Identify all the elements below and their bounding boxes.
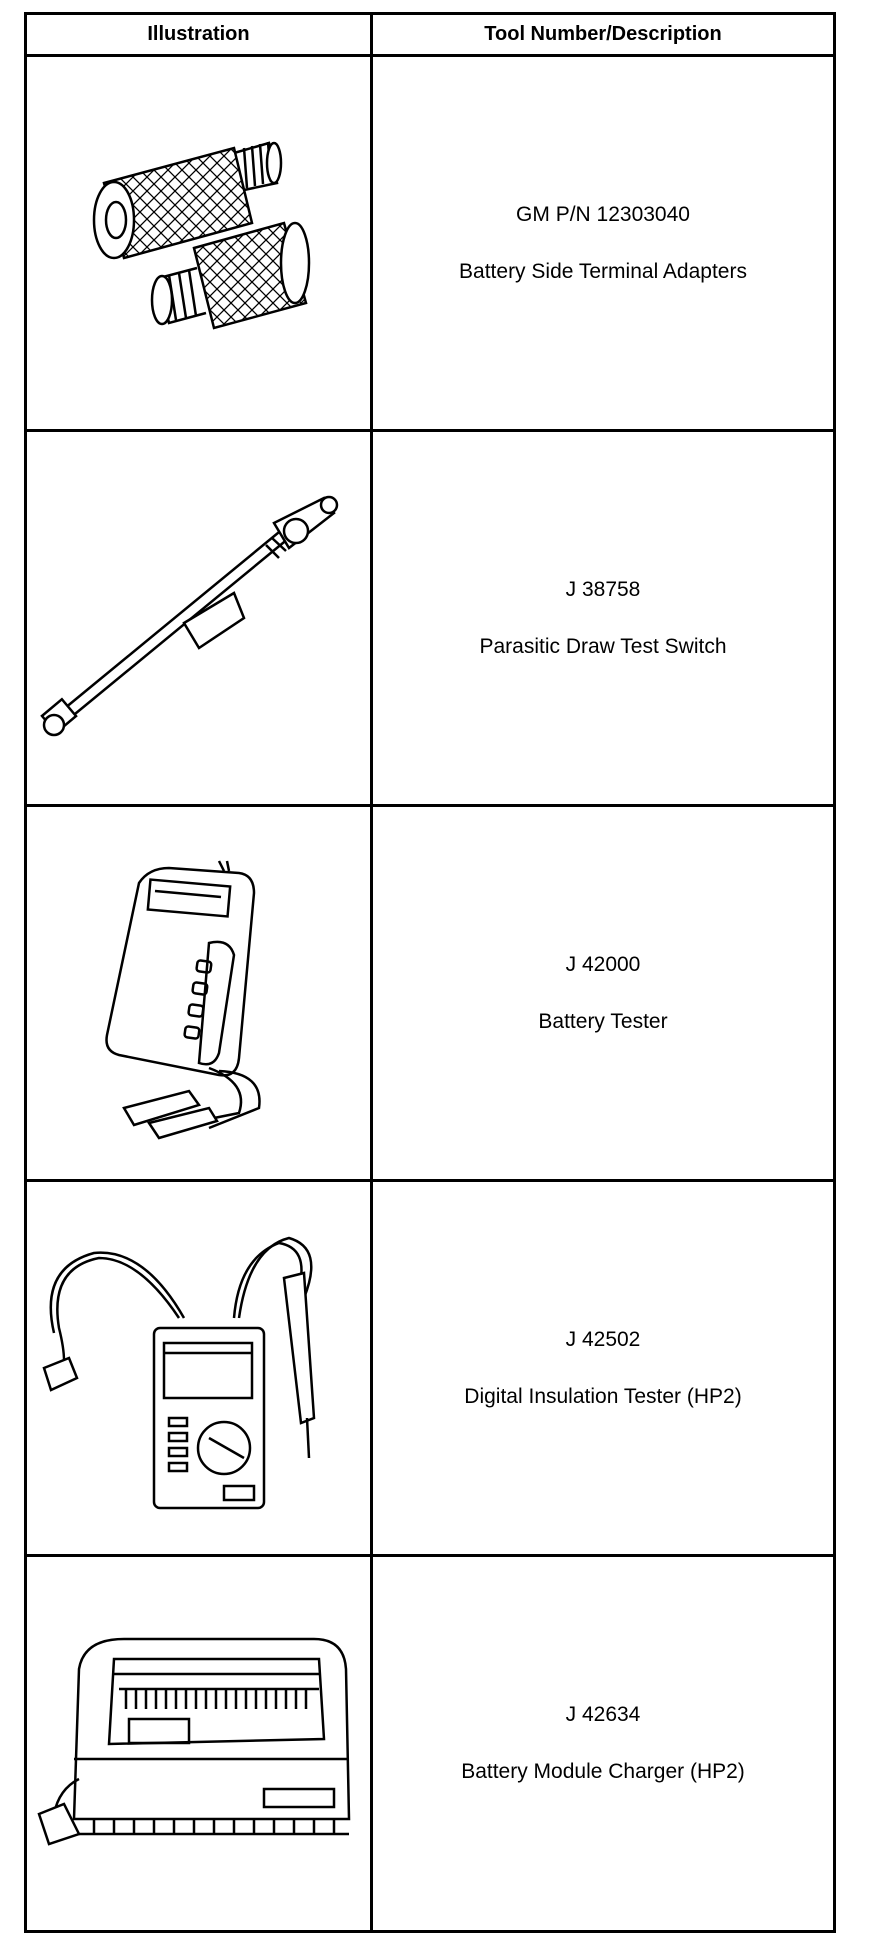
- table-row: J 42634 Battery Module Charger (HP2): [27, 1557, 833, 1930]
- tool-number: J 42502: [565, 1327, 641, 1351]
- tool-cell: J 42000 Battery Tester: [373, 807, 833, 1179]
- battery-tester-icon: [104, 860, 261, 1140]
- test-switch-icon: [39, 495, 338, 737]
- tool-description: Battery Side Terminal Adapters: [459, 259, 747, 283]
- tool-cell: J 38758 Parasitic Draw Test Switch: [373, 432, 833, 804]
- terminal-adapters-icon: [92, 141, 310, 330]
- tool-description: Battery Tester: [538, 1009, 668, 1033]
- table-header: Illustration Tool Number/Description: [27, 15, 833, 57]
- tool-number: J 42000: [565, 952, 641, 976]
- header-tool: Tool Number/Description: [484, 23, 722, 45]
- module-charger-icon: [36, 1637, 350, 1846]
- tool-cell: GM P/N 12303040 Battery Side Terminal Ad…: [373, 57, 833, 429]
- tool-number: GM P/N 12303040: [516, 202, 690, 226]
- tool-cell: J 42634 Battery Module Charger (HP2): [373, 1557, 833, 1930]
- table-row: J 42502 Digital Insulation Tester (HP2): [27, 1182, 833, 1557]
- insulation-tester-icon: [41, 1236, 315, 1510]
- illustration-cell: [27, 57, 373, 429]
- tool-table: Illustration Tool Number/Description: [24, 12, 836, 1933]
- table-row: J 42000 Battery Tester: [27, 807, 833, 1182]
- header-illustration: Illustration: [27, 15, 373, 54]
- illustration-cell: [27, 1557, 373, 1930]
- illustration-cell: [27, 1182, 373, 1554]
- illustration-cell: [27, 807, 373, 1179]
- tool-description: Battery Module Charger (HP2): [461, 1760, 745, 1783]
- tool-number: J 38758: [565, 577, 641, 601]
- table-row: J 38758 Parasitic Draw Test Switch: [27, 432, 833, 807]
- table-row: GM P/N 12303040 Battery Side Terminal Ad…: [27, 57, 833, 432]
- tool-description: Parasitic Draw Test Switch: [479, 634, 727, 658]
- illustration-cell: [27, 432, 373, 804]
- tool-number: J 42634: [565, 1703, 641, 1726]
- tool-description: Digital Insulation Tester (HP2): [464, 1384, 742, 1408]
- tool-cell: J 42502 Digital Insulation Tester (HP2): [373, 1182, 833, 1554]
